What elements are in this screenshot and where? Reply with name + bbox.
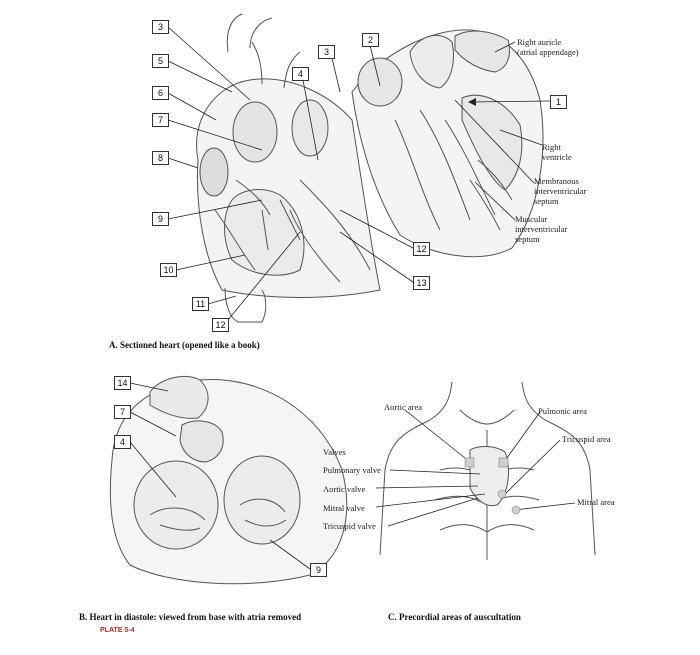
label-number-box: 2 <box>362 33 379 47</box>
label-number-box: 3 <box>318 45 335 59</box>
heart-base-view-drawing <box>109 376 348 585</box>
label-number-box: 1 <box>550 95 567 109</box>
membranous-septum-label: Membranous interventricular septum <box>534 176 587 206</box>
label-number-box: 12 <box>212 318 229 332</box>
aortic-valve-label: Aortic valve <box>323 484 366 494</box>
aortic-area-mark <box>464 457 475 468</box>
label-number-box: 4 <box>292 67 309 81</box>
pulmonary-valve-label: Pulmonary valve <box>323 465 381 475</box>
mitral-valve-label: Mitral valve <box>323 503 365 513</box>
pulmonic-area-mark <box>498 457 509 468</box>
aortic-area-label: Aortic area <box>384 402 422 412</box>
label-number-box: 5 <box>152 54 169 68</box>
right-ventricle-label: Right ventricle <box>542 142 572 162</box>
pulmonic-area-label: Pulmonic area <box>538 406 587 416</box>
mitral-area-mark <box>511 505 521 515</box>
label-number-box: 14 <box>114 376 131 390</box>
mitral-area-label: Mitral area <box>577 497 615 507</box>
heart-left-half-drawing <box>196 13 381 323</box>
right-auricle-label: Right auricle (atrial appendage) <box>517 37 579 57</box>
plate-number: PLATE 5-4 <box>100 627 135 634</box>
leader-lines <box>129 26 576 570</box>
panel-a-caption: A. Sectioned heart (opened like a book) <box>109 340 260 350</box>
label-number-box: 11 <box>192 297 209 311</box>
label-number-box: 7 <box>152 113 169 127</box>
panel-c-caption: C. Precordial areas of auscultation <box>388 612 521 622</box>
tricuspid-area-label: Tricuspid area <box>562 434 611 444</box>
label-number-box: 9 <box>310 563 327 577</box>
valves-heading: Valves <box>323 447 346 457</box>
label-number-box: 7 <box>114 405 131 419</box>
label-number-box: 3 <box>152 20 169 34</box>
muscular-septum-label: Muscular interventricular septum <box>515 214 568 244</box>
label-number-box: 4 <box>114 435 131 449</box>
tricuspid-area-mark <box>497 489 507 499</box>
label-number-box: 6 <box>152 86 169 100</box>
label-number-box: 12 <box>413 242 430 256</box>
label-number-box: 10 <box>160 263 177 277</box>
auscultation-marks <box>464 457 521 515</box>
label-number-box: 9 <box>152 212 169 226</box>
panel-b-caption: B. Heart in diastole: viewed from base w… <box>79 612 302 622</box>
label-number-box: 8 <box>152 151 169 165</box>
heart-right-half-drawing <box>351 29 544 258</box>
label-number-box: 13 <box>413 276 430 290</box>
tricuspid-valve-label: Tricuspid valve <box>323 521 376 531</box>
